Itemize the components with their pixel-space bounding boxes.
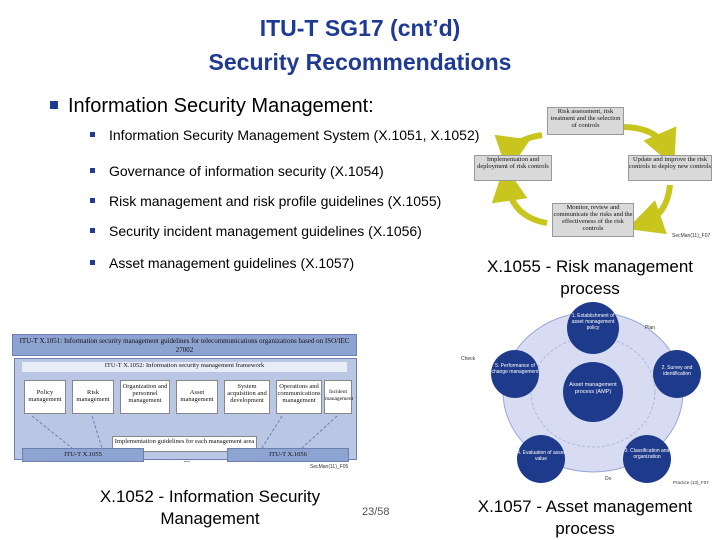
implementation-guidelines-box: Implementation guidelines for each manag… (112, 436, 257, 452)
bullet-square-icon (90, 131, 95, 137)
risk-box-top: Risk assessment, risk treatment and the … (547, 107, 624, 135)
x1057-caption-line1: X.1057 - Asset management (477, 497, 693, 516)
sub-bullet-text: Asset management guidelines (X.1057) (109, 255, 355, 271)
x1055-caption: X.1055 - Risk management process (470, 256, 710, 300)
sub-bullet-text: Governance of information security (X.10… (109, 163, 384, 179)
sub-bullet-1: Information Security Management System (… (90, 127, 479, 143)
x1052-framework-diagram: ITU-T X.1051: Information security manag… (12, 334, 357, 474)
x1057-diagram-ref: Practice (13)_F07 (673, 480, 709, 485)
amp-node-2: 2. Survey and identification (653, 350, 701, 398)
incident-management-box: Incident management (324, 380, 353, 414)
main-bullet: Information Security Management: (50, 95, 374, 118)
x1052-connector-lines (31, 415, 338, 449)
risk-cycle-diagram: Risk assessment, risk treatment and the … (472, 105, 717, 245)
x1056-reference-box: ITU-T X.1056 (227, 448, 349, 462)
x1057-caption: X.1057 - Asset management process (455, 496, 715, 540)
bullet-square-icon (90, 167, 95, 173)
amp-node-5: 5. Performance of change management (491, 350, 539, 398)
risk-cycle-arrows (491, 124, 677, 235)
bullet-square-icon (90, 197, 95, 203)
amp-node-4: 4. Evaluation of asset value (517, 435, 565, 483)
amp-node-1: 1. Establishment of asset management pol… (567, 302, 619, 354)
sub-bullet-4: Security incident management guidelines … (90, 223, 422, 239)
amp-label-plan: Plan (645, 325, 656, 331)
x1057-asset-diagram: Asset management process (AMP) 1. Establ… (455, 300, 715, 485)
page-number: 23/58 (362, 506, 390, 518)
x1052-caption-line1: X.1052 - Information Security (99, 487, 321, 506)
amp-label-check: Check (461, 356, 476, 362)
sub-bullet-5: Asset management guidelines (X.1057) (90, 255, 354, 271)
sub-bullet-text: Information Security Management System (… (109, 127, 480, 143)
sub-bullet-3: Risk management and risk profile guideli… (90, 193, 441, 209)
policy-management-box: Policy management (24, 380, 66, 414)
bullet-square-icon (90, 259, 95, 265)
x1052-dots: ... (184, 455, 190, 464)
sub-bullet-text: Risk management and risk profile guideli… (109, 193, 442, 209)
amp-center-node: Asset management process (AMP) (563, 362, 623, 422)
x1057-caption-line2: process (555, 519, 615, 538)
sub-bullet-2: Governance of information security (X.10… (90, 163, 384, 179)
bullet-square-icon (50, 100, 58, 109)
amp-label-do: Do (605, 476, 612, 482)
amp-node-3: 3. Classification and organization (623, 435, 671, 483)
x1052-framework-label: ITU-T X.1052: Information security manag… (22, 362, 347, 372)
risk-diagram-ref: SecMan(11)_F07 (672, 233, 711, 239)
main-bullet-text: Information Security Management: (68, 95, 374, 117)
risk-box-left: Implementation and deployment of risk co… (474, 155, 552, 181)
organization-personnel-box: Organization and personnel management (120, 380, 170, 414)
risk-box-bottom: Monitor, review and communicate the risk… (552, 203, 634, 237)
operations-communications-box: Operations and communications management (276, 380, 322, 414)
x1051-header: ITU-T X.1051: Information security manag… (12, 334, 357, 356)
asset-management-box: Asset management (176, 380, 218, 414)
x1052-diagram-ref: SecMan(11)_F05 (310, 464, 349, 470)
slide-title-line1: ITU-T SG17 (cnt’d) (259, 15, 461, 41)
x1052-caption-line2: Management (160, 509, 260, 528)
risk-box-right: Update and improve the risk controls to … (628, 155, 712, 181)
x1055-caption-line2: process (560, 279, 620, 298)
system-acquisition-box: System acquisition and development (224, 380, 270, 414)
x1052-caption: X.1052 - Information Security Management (70, 486, 350, 530)
x1055-reference-box: ITU-T X.1055 (22, 448, 144, 462)
sub-bullet-text: Security incident management guidelines … (109, 223, 422, 239)
x1055-caption-line1: X.1055 - Risk management (487, 257, 693, 276)
slide-title-line2: Security Recommendations (208, 49, 512, 75)
bullet-square-icon (90, 227, 95, 233)
risk-management-box: Risk management (72, 380, 114, 414)
